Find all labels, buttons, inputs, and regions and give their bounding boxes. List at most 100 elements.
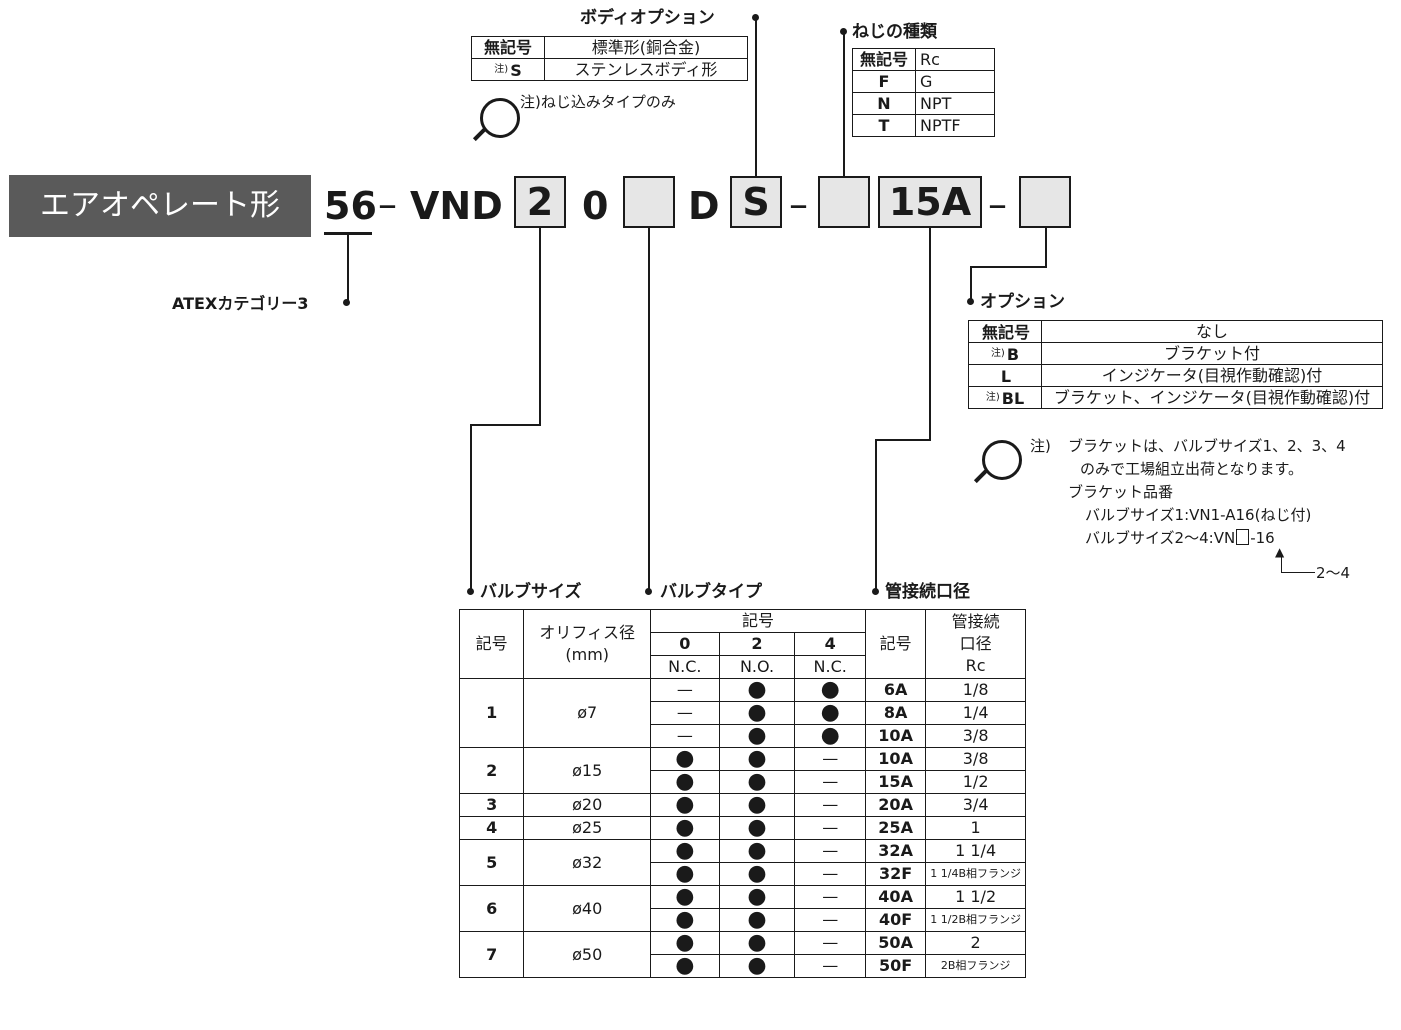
port-code-cell: 32F [879, 864, 913, 883]
thread-code: N [877, 94, 891, 113]
thread-code: 無記号 [859, 50, 908, 69]
valve-type-cell: — [822, 910, 839, 929]
thread-code: F [878, 72, 890, 91]
model-body-option-box: S [730, 176, 782, 228]
col-rc-header-c: Rc [965, 656, 986, 675]
valve-size-cell: 3 [486, 795, 498, 814]
option-code: L [1000, 366, 1012, 386]
magnifier-handle [472, 126, 488, 142]
model-size: 2 [526, 180, 554, 224]
model-zero: 0 [582, 184, 609, 228]
col-rc-header-a: 管接続 [951, 612, 1000, 631]
table-header-row: N.C. N.O. N.C. [460, 655, 1026, 679]
port-code-cell: 40A [878, 887, 913, 906]
orifice-cell: ø50 [572, 944, 603, 964]
table-row: 注)S ステンレスボディ形 [471, 58, 748, 81]
body-option-value: 標準形(銅合金) [591, 38, 701, 57]
body-option-code: 無記号 [483, 38, 532, 57]
model-dash-2: – [789, 182, 808, 226]
model-vnd: VND [410, 184, 503, 228]
valve-type-cell: ● [675, 769, 695, 794]
valve-size-title: バルブサイズ [480, 582, 582, 602]
model-thread-box [818, 176, 870, 228]
port-code-cell: 8A [883, 703, 908, 722]
port-code-cell: 6A [883, 680, 908, 699]
col-type-0-sub: N.C. [668, 657, 702, 676]
body-option-dot [752, 14, 759, 21]
port-code-cell: 50F [879, 956, 913, 975]
port-code-cell: 32A [878, 841, 913, 860]
orifice-cell: ø15 [572, 760, 603, 780]
valve-type-cell: ● [747, 861, 767, 886]
valve-size-cell: 1 [486, 703, 498, 722]
col-rc-header-b: 口径 [959, 634, 992, 653]
port-rc-cell: 2 [970, 933, 981, 952]
model-d: D [688, 184, 720, 228]
valve-size-cell: 7 [486, 944, 498, 964]
option-footnote-line1: ブラケットは、バルブサイズ1、2、3、4 [1068, 437, 1346, 455]
port-rc-cell: 1 1/2B相フランジ [930, 913, 1021, 926]
thread-value: Rc [920, 50, 940, 69]
table-row: 無記号 標準形(銅合金) [471, 36, 748, 59]
valve-type-cell: — [822, 887, 839, 906]
valve-type-cell: ● [675, 838, 695, 863]
option-footnote-line4: バルブサイズ1:VN1-A16(ねじ付) [1085, 506, 1312, 524]
valve-type-cell: ● [747, 907, 767, 932]
orifice-cell: ø7 [577, 703, 598, 722]
port-rc-cell: 3/8 [962, 726, 989, 745]
option-footnote-line5: バルブサイズ2～4:VN-16 [1085, 529, 1275, 547]
valve-type-cell: ● [747, 723, 767, 748]
option-value: インジケータ(目視作動確認)付 [1101, 366, 1323, 385]
port-rc-cell: 1/8 [962, 680, 989, 699]
valve-type-cell: ● [747, 930, 767, 955]
model-dash-3: – [988, 182, 1007, 226]
valve-type-cell: — [822, 818, 839, 837]
note-mark: 注) [990, 347, 1005, 359]
valve-type-cell: ● [747, 677, 767, 702]
valve-type-cell: ● [675, 884, 695, 909]
thread-value: NPTF [920, 116, 961, 135]
valve-size-cell: 2 [486, 760, 498, 780]
valve-type-cell: — [822, 956, 839, 975]
valve-type-cell: — [676, 703, 693, 722]
col-type-header: 記号 [742, 611, 775, 630]
table-row: 無記号なし [968, 320, 1383, 343]
magnifier-icon [480, 98, 520, 138]
thread-code: T [878, 116, 890, 135]
valve-type-cell: ● [747, 700, 767, 725]
placeholder-box-icon [1236, 529, 1250, 545]
port-rc-cell: 1/4 [962, 703, 989, 722]
atex-dot [343, 299, 350, 306]
port-rc-cell: 1 1/4B相フランジ [930, 867, 1021, 880]
option-value: なし [1195, 322, 1228, 341]
col-type-2-sub: N.O. [739, 657, 775, 676]
option-value: ブラケット付 [1163, 344, 1260, 363]
thread-type-dot [840, 28, 847, 35]
page-title: エアオペレート形 [9, 175, 311, 237]
valve-type-cell: ● [747, 792, 767, 817]
magnifier-handle [973, 468, 989, 484]
thread-value: G [920, 72, 933, 91]
valve-type-cell: — [822, 772, 839, 791]
page-title-text: エアオペレート形 [40, 188, 280, 223]
body-option-code: S [510, 60, 522, 80]
table-header-row: 0 2 4 [460, 632, 1026, 656]
port-size-dot [872, 588, 879, 595]
option-footnote-lead: 注) [1030, 437, 1051, 455]
table-row: L インジケータ(目視作動確認)付 [968, 364, 1383, 387]
port-code-cell: 10A [878, 726, 913, 745]
port-rc-cell: 3/8 [962, 749, 989, 768]
port-rc-cell: 2B相フランジ [940, 959, 1011, 972]
orifice-cell: ø32 [572, 852, 603, 872]
option-title: オプション [980, 292, 1065, 312]
model-port: 15A [888, 180, 972, 224]
option-footnote-line3: ブラケット品番 [1068, 483, 1174, 501]
